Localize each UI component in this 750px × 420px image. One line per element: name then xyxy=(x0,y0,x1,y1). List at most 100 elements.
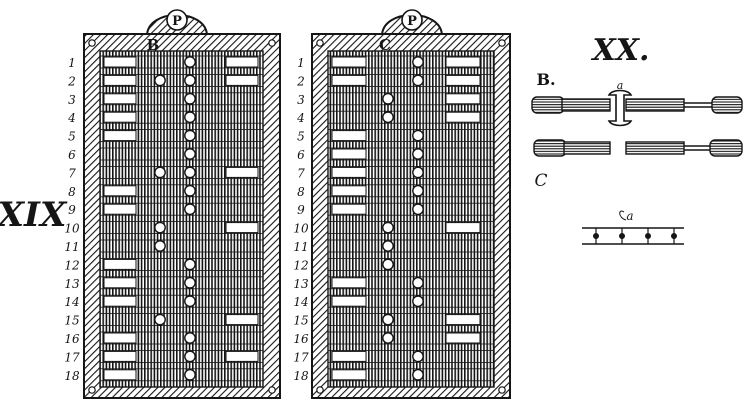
panel-c-inner-field xyxy=(327,50,495,388)
panel-b-right-pin xyxy=(184,184,196,197)
panel-b-row-rod xyxy=(99,74,264,87)
panel-b-row-number: 2 xyxy=(67,74,76,88)
panel-b-row xyxy=(99,294,264,308)
panel-c-row xyxy=(327,257,495,271)
panel-b-left-pin xyxy=(154,166,166,179)
panel-b-row-rod xyxy=(99,221,264,235)
panel-b-right-pin xyxy=(184,74,196,87)
panel-b-row-number: 6 xyxy=(68,148,76,162)
panel-b-left-slot xyxy=(103,277,137,289)
panel-c-corner-screws xyxy=(316,39,506,394)
panel-b-row xyxy=(99,221,264,235)
panel-c-row-rod xyxy=(327,74,495,87)
panel-b-row-rod xyxy=(99,276,264,290)
panel-b-row-rod xyxy=(99,239,264,253)
figure-xx-numeral: XX. xyxy=(591,33,650,68)
panel-b-row-rod xyxy=(99,165,264,179)
panel-b-right-pin xyxy=(184,148,196,160)
panel-c-right-slot xyxy=(445,222,481,234)
panel-c-row-rod xyxy=(327,331,495,345)
panel-c-row-number: 8 xyxy=(297,185,305,199)
detail-b-label: B. xyxy=(536,70,555,89)
panel-b-left-slot xyxy=(103,295,137,307)
panel-b-left-slot xyxy=(103,93,137,105)
panel-b-left-pin xyxy=(154,74,166,87)
panel-b-right-slot xyxy=(225,314,259,326)
panel-c-left-slot xyxy=(331,350,367,362)
panel-b-row-number: 9 xyxy=(68,203,76,217)
panel-b-right-pin xyxy=(184,350,196,363)
panel-c-right-pin xyxy=(412,276,424,289)
panel-c-row-rod xyxy=(327,202,495,216)
panel-c-row-number: 4 xyxy=(296,111,305,125)
panel-c-right-slot xyxy=(445,74,481,86)
panel-c-right-pin xyxy=(412,129,424,142)
panel-b-row-number: 14 xyxy=(64,295,79,309)
panel-b-row-rod xyxy=(99,331,264,345)
pin-rail xyxy=(582,227,684,245)
detail-c-rod xyxy=(533,139,743,157)
rail-pin xyxy=(593,233,599,239)
panel-c-right-slot xyxy=(445,332,481,344)
panel-c-row-rod xyxy=(327,368,495,382)
panel-b-left-slot xyxy=(103,369,137,381)
panel-c-row xyxy=(327,331,495,345)
panel-b-right-pin xyxy=(184,332,196,344)
panel-b-row xyxy=(99,313,264,327)
panel-b-right-slot xyxy=(225,56,259,68)
panel-b-corner-screws xyxy=(88,39,276,394)
panel-c-row-rod xyxy=(327,294,495,308)
panel-b-left-pin xyxy=(154,240,166,252)
panel-c-left-pin xyxy=(382,221,394,234)
panel-c-row xyxy=(327,55,495,69)
panel-b-left-slot xyxy=(103,111,137,123)
rail-pins xyxy=(593,228,677,244)
panel-c-right-pin xyxy=(412,184,424,197)
panel-b-right-pin xyxy=(184,258,196,271)
panel-b-row-number: 4 xyxy=(67,111,76,125)
panel-c-left-pin xyxy=(382,111,394,124)
panel-b-left-slot xyxy=(103,130,137,142)
panel-c-left-slot xyxy=(331,130,367,142)
panel-c-row-rod xyxy=(327,147,495,161)
panel-c-right-slot xyxy=(445,111,481,123)
panel-c-row-rod xyxy=(327,165,495,179)
panel-c-left-slot xyxy=(331,185,367,197)
panel-b-row-rod xyxy=(99,55,264,69)
panel-c-left-pin xyxy=(382,92,394,105)
panel-b-badge-circle xyxy=(166,9,188,31)
panel-b-letter: B xyxy=(147,36,160,54)
panel-b-row xyxy=(99,165,264,179)
panel-c-left-slot xyxy=(331,56,367,68)
panel-c-row xyxy=(327,110,495,124)
panel-c-right-pin xyxy=(412,295,424,308)
panel-b-row-number: 5 xyxy=(68,130,76,144)
panel-b-row-rod xyxy=(99,184,264,198)
panel-b-row xyxy=(99,331,264,345)
panel-b-row-number: 17 xyxy=(64,350,80,364)
panel-c-row-number: 2 xyxy=(296,74,305,88)
panel-c-left-slot xyxy=(331,369,367,381)
panel-b-inner-field xyxy=(99,50,264,388)
panel-c-row xyxy=(327,221,495,235)
panel-b-left-slot xyxy=(103,56,137,68)
panel-b-row-rod xyxy=(99,294,264,308)
panel-c-row xyxy=(327,92,495,106)
panel-b-right-pin xyxy=(184,92,196,105)
panel-c-row-rod xyxy=(327,92,495,106)
panel-c-row-rod xyxy=(327,221,495,235)
panel-b-right-slot xyxy=(225,166,259,178)
panel-b-row xyxy=(99,276,264,290)
panel-c-row-number: 14 xyxy=(293,295,308,309)
panel-b-row xyxy=(99,74,264,87)
panel-c-row-rod xyxy=(327,257,495,271)
panel-c-left-slot xyxy=(331,74,367,86)
panel-c-row-rod xyxy=(327,349,495,363)
panel-c-right-slot xyxy=(445,314,481,326)
rail-pin xyxy=(619,233,625,239)
panel-b-row-number: 13 xyxy=(64,277,80,291)
panel-c-row xyxy=(327,368,495,382)
panel-b-left-pin xyxy=(154,221,166,234)
